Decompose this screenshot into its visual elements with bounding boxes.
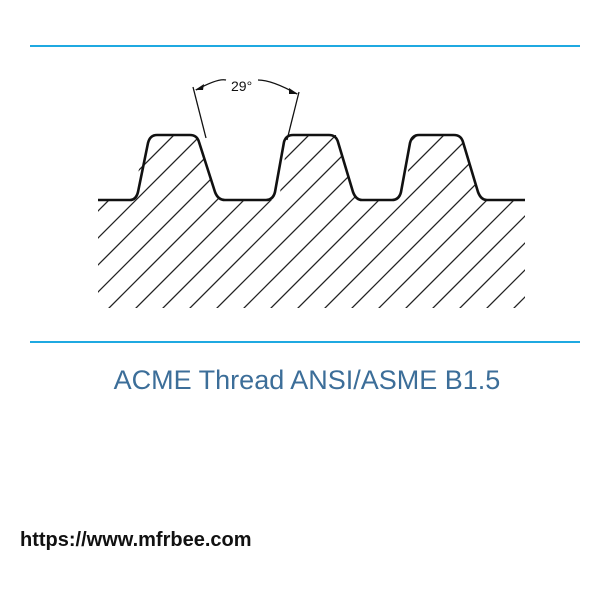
hatch-line (0, 115, 32, 330)
hatch-line (518, 135, 525, 308)
hatch-line (573, 115, 600, 330)
angle-label: 29° (231, 78, 252, 94)
hatch-line (275, 135, 492, 308)
hatch-line (464, 135, 525, 308)
hatch-line (140, 135, 357, 308)
hatch-line (383, 135, 525, 308)
hatch-line (98, 135, 168, 308)
hatch-line (98, 135, 249, 308)
hatch-line (98, 135, 114, 308)
hatch-line (491, 135, 525, 308)
hatch-line (546, 115, 600, 330)
arrow-left-icon (195, 84, 204, 90)
hatch-line (0, 115, 59, 330)
hatch-line (98, 135, 303, 308)
hatch-line (98, 135, 276, 308)
thread-profile (98, 133, 525, 202)
source-url: https://www.mfrbee.com (20, 529, 252, 551)
hatch-line (410, 135, 525, 308)
hatch-line (329, 135, 525, 308)
hatch-line (356, 135, 525, 308)
diagram-title: ACME Thread ANSI/ASME B1.5 (113, 365, 501, 395)
hatch-line (221, 135, 438, 308)
hatch-line (437, 135, 525, 308)
hatch-line (113, 135, 330, 308)
hatch-line (194, 135, 411, 308)
hatch-line (0, 115, 5, 330)
section-hatching (0, 115, 600, 330)
angle-extension-left (192, 86, 207, 139)
hatch-line (0, 115, 86, 330)
arrow-right-icon (289, 88, 298, 94)
hatch-line (98, 135, 195, 308)
hatch-line (98, 135, 222, 308)
angle-extension-right (286, 91, 300, 141)
hatch-line (248, 135, 465, 308)
